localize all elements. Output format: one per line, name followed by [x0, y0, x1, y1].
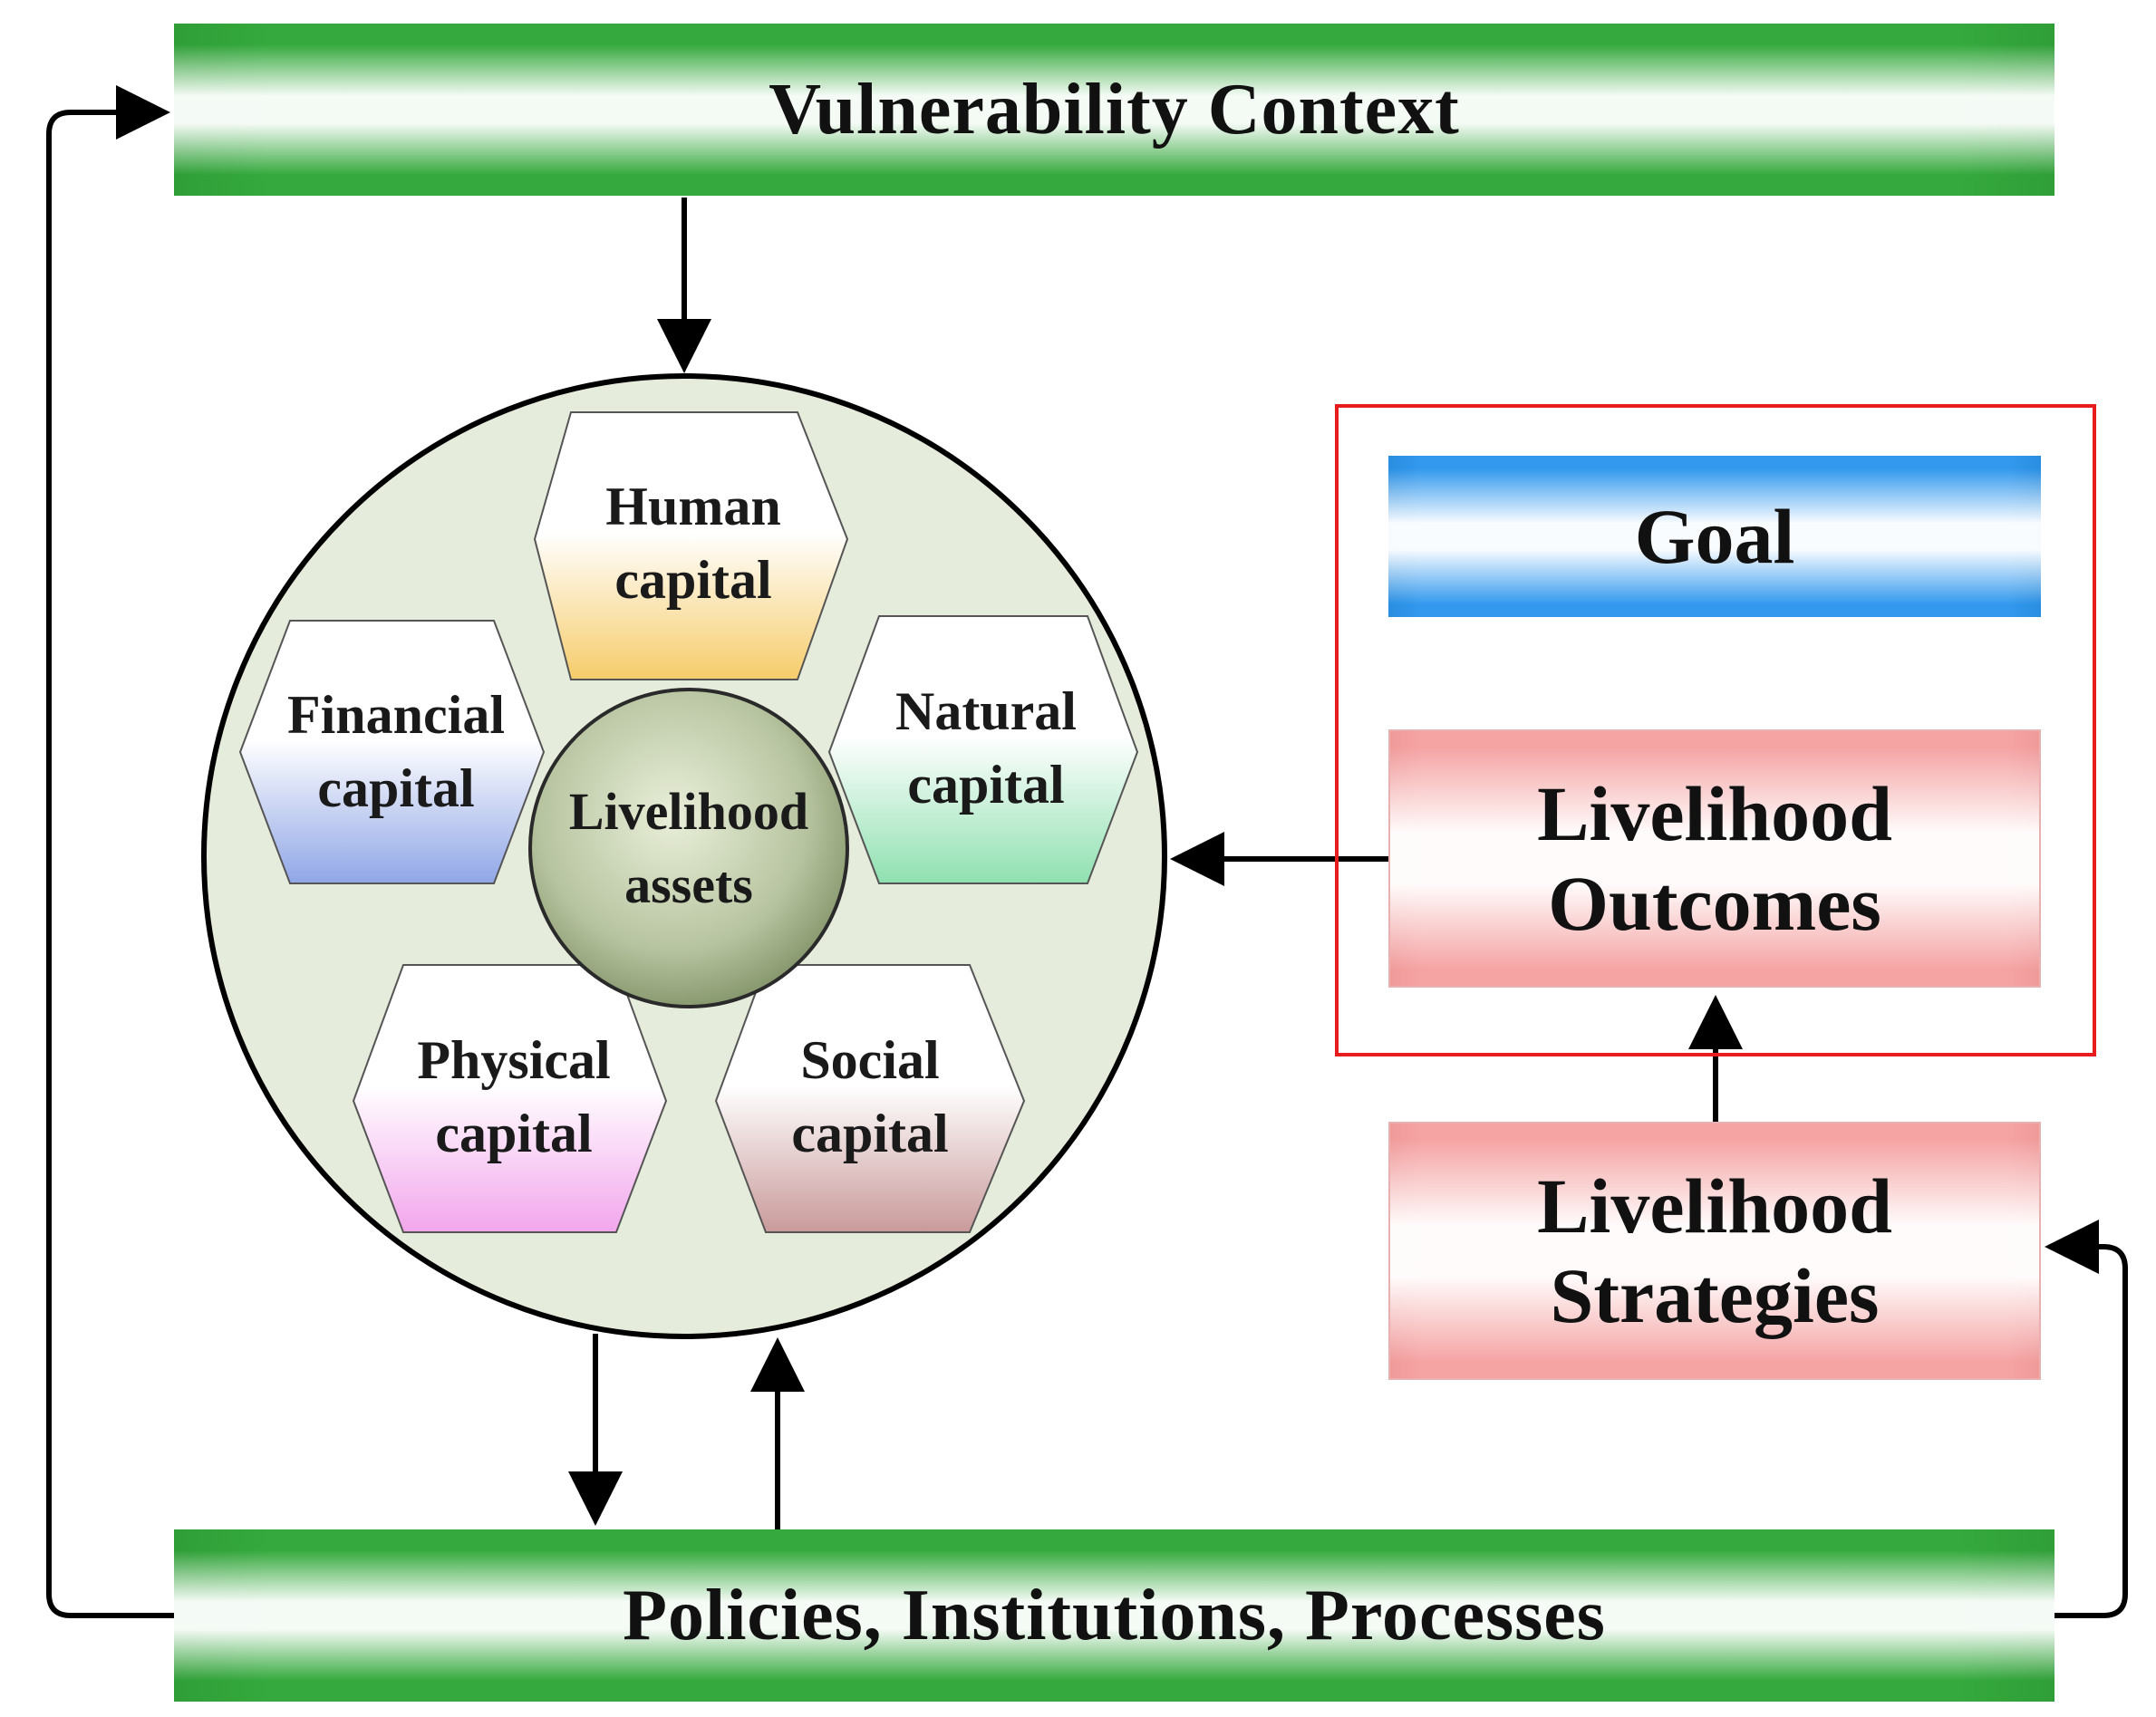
hexagon-physical: [352, 964, 668, 1233]
hex-label-human: Human capital: [605, 477, 781, 610]
outcomes-frame: [1335, 404, 2096, 1056]
arrow-policies-to-strategies-loop: [2045, 1220, 2128, 1618]
strategies-line1: Livelihood: [1537, 1162, 1892, 1249]
policies-label: Policies, Institutions, Processes: [623, 1576, 1606, 1655]
livelihood-strategies-box: Livelihood Strategies: [1388, 1122, 2041, 1380]
goal-label: Goal: [1634, 492, 1795, 580]
outcomes-line1: Livelihood: [1537, 769, 1892, 857]
arrow-policies-to-vuln-loop: [46, 85, 174, 1618]
vulnerability-context-label: Vulnerability Context: [769, 70, 1460, 150]
hex-label-physical: Physical capital: [417, 1030, 611, 1163]
hex-label-financial: Financial capital: [286, 685, 506, 818]
center-circle: [528, 688, 849, 1008]
outcomes-line2: Outcomes: [1548, 859, 1881, 947]
goal-bar: Goal: [1388, 456, 2041, 617]
livelihood-outcomes-box: Livelihood Outcomes: [1388, 729, 2041, 988]
hex-label-social: Social capital: [791, 1030, 949, 1163]
vulnerability-context-bar: Vulnerability Context: [174, 24, 2054, 196]
strategies-line2: Strategies: [1550, 1251, 1880, 1339]
hexagon-financial: [238, 620, 546, 884]
hex-label-natural: Natural capital: [895, 681, 1077, 815]
livelihood-assets-label: Livelihood assets: [568, 781, 809, 914]
policies-institutions-processes-bar: Policies, Institutions, Processes: [174, 1529, 2054, 1702]
hexagon-human: [533, 411, 849, 680]
hexagon-natural: [827, 615, 1139, 884]
